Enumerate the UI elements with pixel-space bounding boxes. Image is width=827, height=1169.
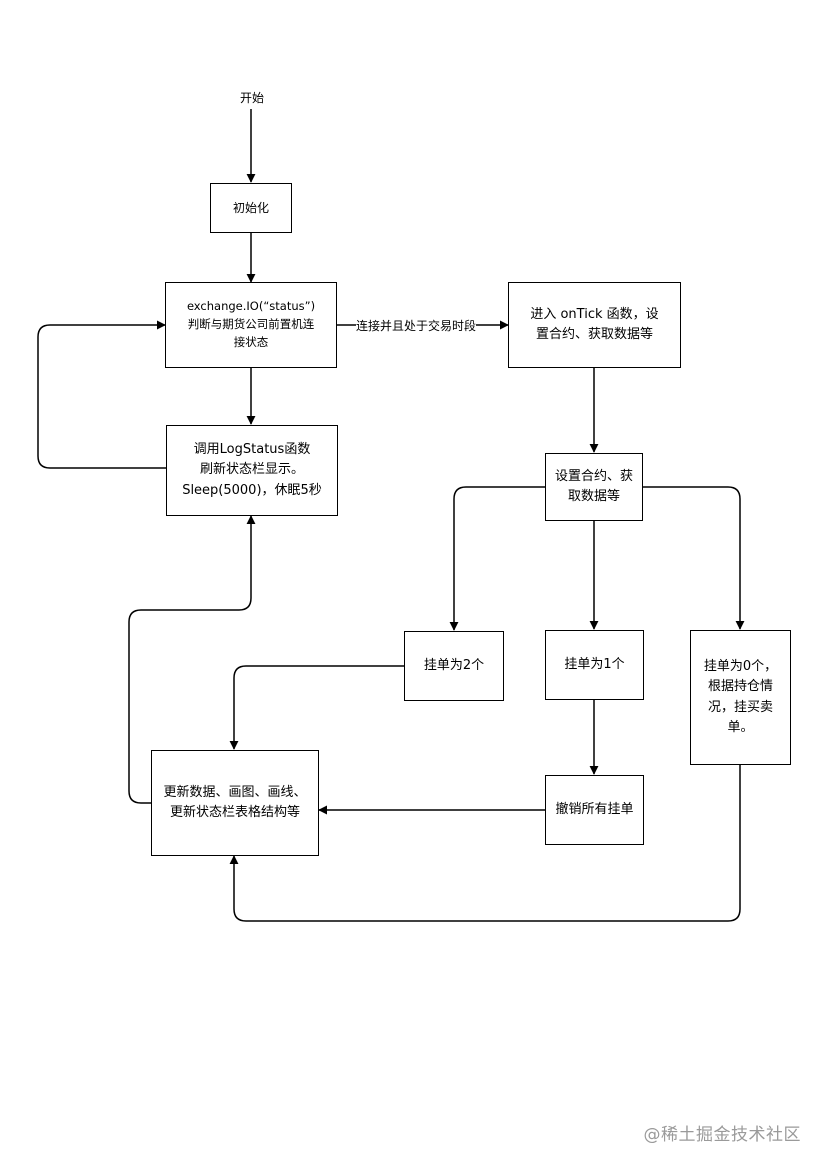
edge-update-to-log xyxy=(128,515,256,804)
node-ontick: 进入 onTick 函数，设 置合约、获取数据等 xyxy=(508,282,681,368)
node-check-connection: exchange.IO(“status”) 判断与期货公司前置机连 接状态 xyxy=(165,282,337,368)
node-setup: 设置合约、获 取数据等 xyxy=(545,453,643,521)
node-init-label: 初始化 xyxy=(232,200,269,215)
node-orders-1: 挂单为1个 xyxy=(545,630,644,700)
edge-setup-to-orders2 xyxy=(449,486,545,631)
node-setup-label: 设置合约、获 取数据等 xyxy=(554,468,633,504)
watermark-text: @稀土掘金技术社区 xyxy=(643,1125,801,1145)
node-logstatus-label: 调用LogStatus函数 刷新状态栏显示。 Sleep(5000)，休眠5秒 xyxy=(182,442,322,498)
edge-log-to-check-loop xyxy=(37,320,166,469)
node-logstatus: 调用LogStatus函数 刷新状态栏显示。 Sleep(5000)，休眠5秒 xyxy=(166,425,338,516)
node-cancel-orders: 撤销所有挂单 xyxy=(545,775,644,845)
node-cancel-orders-label: 撤销所有挂单 xyxy=(555,801,634,817)
edge-setup-to-orders0 xyxy=(643,486,745,630)
node-update-data: 更新数据、画图、画线、 更新状态栏表格结构等 xyxy=(151,750,319,856)
node-orders-0-label: 挂单为0个， 根据持仓情 况，挂买卖 单。 xyxy=(703,659,778,735)
edge-orders2-to-update xyxy=(229,665,404,750)
start-label: 开始 xyxy=(240,91,265,105)
node-update-data-label: 更新数据、画图、画线、 更新状态栏表格结构等 xyxy=(163,784,307,820)
node-orders-1-label: 挂单为1个 xyxy=(564,656,625,672)
edge-label-trading-session: 连接并且处于交易时段 xyxy=(356,318,477,334)
node-check-connection-label: exchange.IO(“status”) 判断与期货公司前置机连 接状态 xyxy=(186,299,316,349)
node-orders-0: 挂单为0个， 根据持仓情 况，挂买卖 单。 xyxy=(690,630,791,765)
node-orders-2-label: 挂单为2个 xyxy=(423,657,485,673)
node-init: 初始化 xyxy=(210,183,292,233)
edge-orders0-to-update xyxy=(229,765,741,922)
node-orders-2: 挂单为2个 xyxy=(404,631,504,701)
node-ontick-label: 进入 onTick 函数，设 置合约、获取数据等 xyxy=(530,306,659,342)
